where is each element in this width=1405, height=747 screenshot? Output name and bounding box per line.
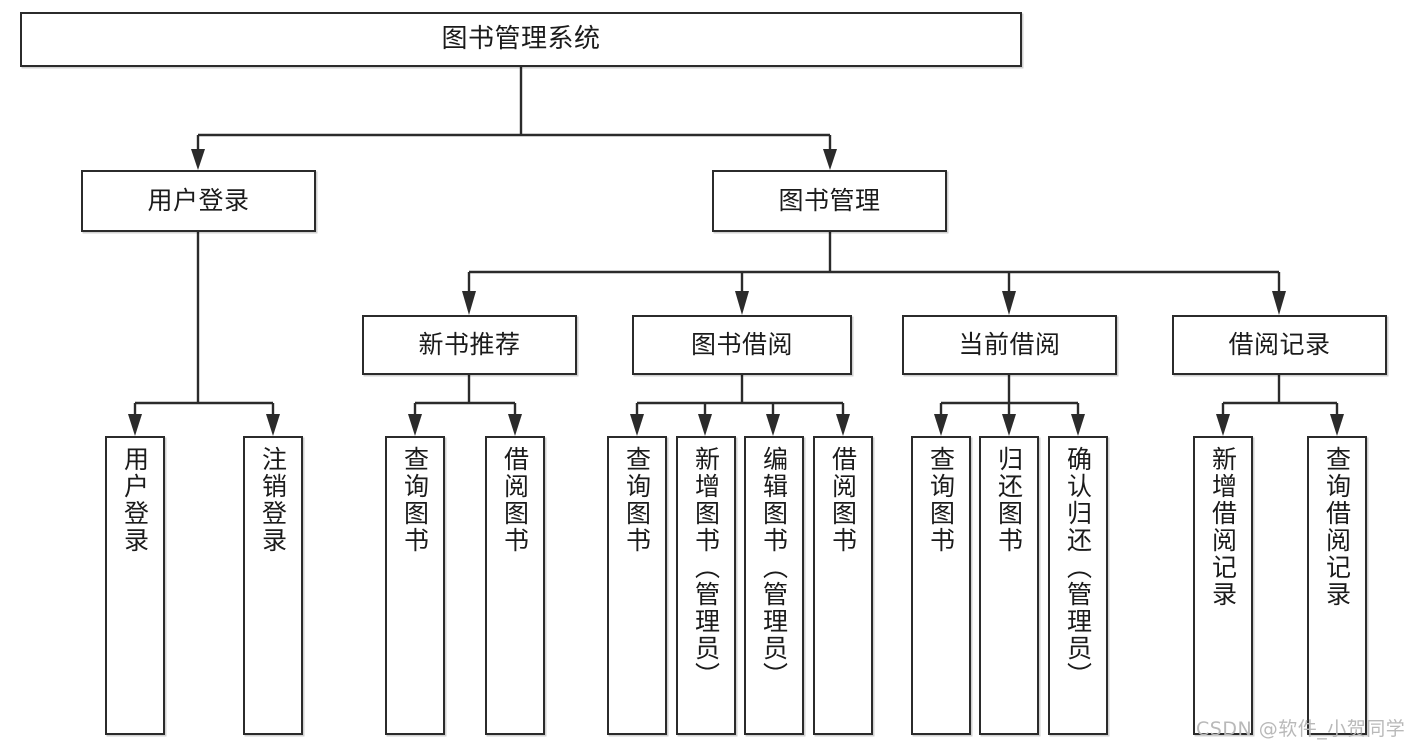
node-label: 借阅图书 [500, 446, 530, 554]
node-label: 图书管理系统 [441, 24, 601, 55]
node-label: 注销登录 [258, 446, 288, 554]
node-label: 编辑图书（管理员） [759, 446, 789, 689]
leaf-borrow-record-query-record[interactable]: 查询借阅记录 [1307, 436, 1367, 735]
arrowhead-leaf-logout [266, 414, 280, 436]
node-label: 查询图书 [622, 446, 652, 554]
node-label: 新增借阅记录 [1208, 446, 1238, 608]
arrowhead-newbook-leaf-2 [508, 414, 522, 436]
arrowhead-leaf-user-login [128, 414, 142, 436]
leaf-current-borrow-confirm-return-admin[interactable]: 确认归还（管理员） [1048, 436, 1108, 735]
arrowhead-borrowrecord-leaf-2 [1330, 414, 1344, 436]
arrowhead-bookborrow-leaf-3 [766, 414, 780, 436]
arrowhead-current-borrow [1002, 291, 1016, 315]
arrowhead-bookborrow-leaf-2 [698, 414, 712, 436]
node-borrowing-records[interactable]: 借阅记录 [1172, 315, 1387, 375]
arrowhead-new-book [462, 291, 476, 315]
node-current-borrowing[interactable]: 当前借阅 [902, 315, 1117, 375]
leaf-user-login-login[interactable]: 用户登录 [105, 436, 165, 735]
arrowhead-currentborrow-leaf-3 [1071, 414, 1085, 436]
leaf-new-book-borrow-book[interactable]: 借阅图书 [485, 436, 545, 735]
arrowhead-newbook-leaf-1 [408, 414, 422, 436]
arrowhead-bookborrow-leaf-1 [630, 414, 644, 436]
csdn-watermark: CSDN @软件_小贺同学 [1196, 718, 1405, 740]
arrowhead-bookmgmt [823, 149, 837, 170]
arrowhead-userlogin [191, 149, 205, 170]
leaf-book-borrow-edit-book-admin[interactable]: 编辑图书（管理员） [744, 436, 804, 735]
node-label: 用户登录 [147, 186, 250, 216]
node-label: 借阅记录 [1228, 330, 1331, 360]
node-book-borrowing[interactable]: 图书借阅 [632, 315, 852, 375]
arrowhead-book-borrow [735, 291, 749, 315]
node-label: 查询图书 [400, 446, 430, 554]
leaf-new-book-query-book[interactable]: 查询图书 [385, 436, 445, 735]
node-label: 用户登录 [120, 446, 150, 554]
node-new-book-recommendation[interactable]: 新书推荐 [362, 315, 577, 375]
node-root-book-management-system[interactable]: 图书管理系统 [20, 12, 1022, 67]
node-label: 借阅图书 [828, 446, 858, 554]
leaf-borrow-record-add-record[interactable]: 新增借阅记录 [1193, 436, 1253, 735]
leaf-current-borrow-query-book[interactable]: 查询图书 [911, 436, 971, 735]
node-label: 查询借阅记录 [1322, 446, 1352, 608]
node-label: 当前借阅 [958, 330, 1061, 360]
node-label: 查询图书 [926, 446, 956, 554]
leaf-user-login-logout[interactable]: 注销登录 [243, 436, 303, 735]
node-label: 确认归还（管理员） [1063, 446, 1093, 689]
arrowhead-borrow-record [1272, 291, 1286, 315]
leaf-current-borrow-return-book[interactable]: 归还图书 [979, 436, 1039, 735]
node-label: 归还图书 [994, 446, 1024, 554]
leaf-book-borrow-query-book[interactable]: 查询图书 [607, 436, 667, 735]
node-user-login[interactable]: 用户登录 [81, 170, 316, 232]
leaf-book-borrow-borrow-book[interactable]: 借阅图书 [813, 436, 873, 735]
arrowhead-borrowrecord-leaf-1 [1216, 414, 1230, 436]
node-label: 新书推荐 [418, 330, 521, 360]
node-book-management[interactable]: 图书管理 [712, 170, 947, 232]
leaf-book-borrow-add-book-admin[interactable]: 新增图书（管理员） [676, 436, 736, 735]
node-label: 新增图书（管理员） [691, 446, 721, 689]
arrowhead-bookborrow-leaf-4 [836, 414, 850, 436]
node-label: 图书管理 [778, 186, 881, 216]
node-label: 图书借阅 [690, 330, 793, 360]
arrowhead-currentborrow-leaf-1 [934, 414, 948, 436]
arrowhead-currentborrow-leaf-2 [1002, 414, 1016, 436]
